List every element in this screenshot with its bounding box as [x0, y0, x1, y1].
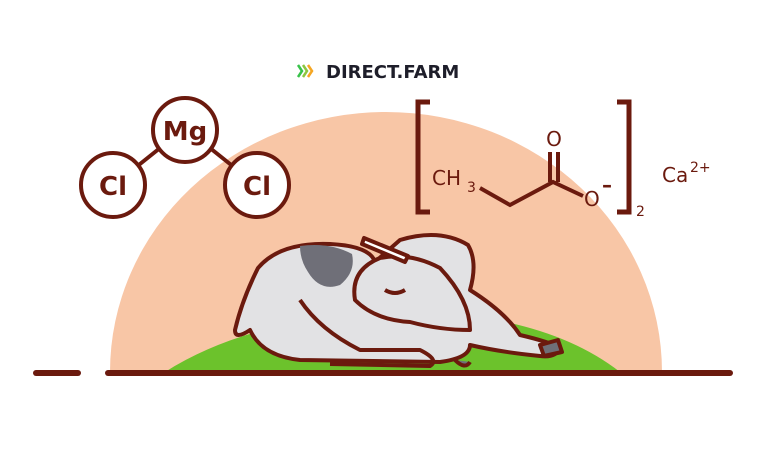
lying-cow	[233, 233, 564, 368]
oxygen-double-bond: O	[546, 127, 562, 151]
multiplier-subscript: 2	[636, 204, 645, 220]
mgcl2-molecule: Mg Cl Cl	[79, 96, 291, 219]
calcium-propionate-formula: CH 3 O O – 2 Ca 2+	[415, 99, 711, 220]
chevrons-icon	[296, 64, 314, 78]
direct-farm-logo: DIRECT.FARM	[296, 62, 459, 83]
calcium-charge: 2+	[690, 160, 711, 176]
oxygen-ion: O	[584, 187, 600, 211]
mg-atom: Mg	[163, 117, 207, 147]
cl-atom-right: Cl	[243, 172, 271, 202]
ch3-group: CH	[432, 166, 461, 190]
logo-text: DIRECT.FARM	[326, 62, 459, 83]
negative-charge: –	[602, 173, 612, 197]
calcium-ion: Ca	[662, 163, 688, 187]
ch3-subscript: 3	[467, 180, 476, 196]
cl-atom-left: Cl	[99, 172, 127, 202]
